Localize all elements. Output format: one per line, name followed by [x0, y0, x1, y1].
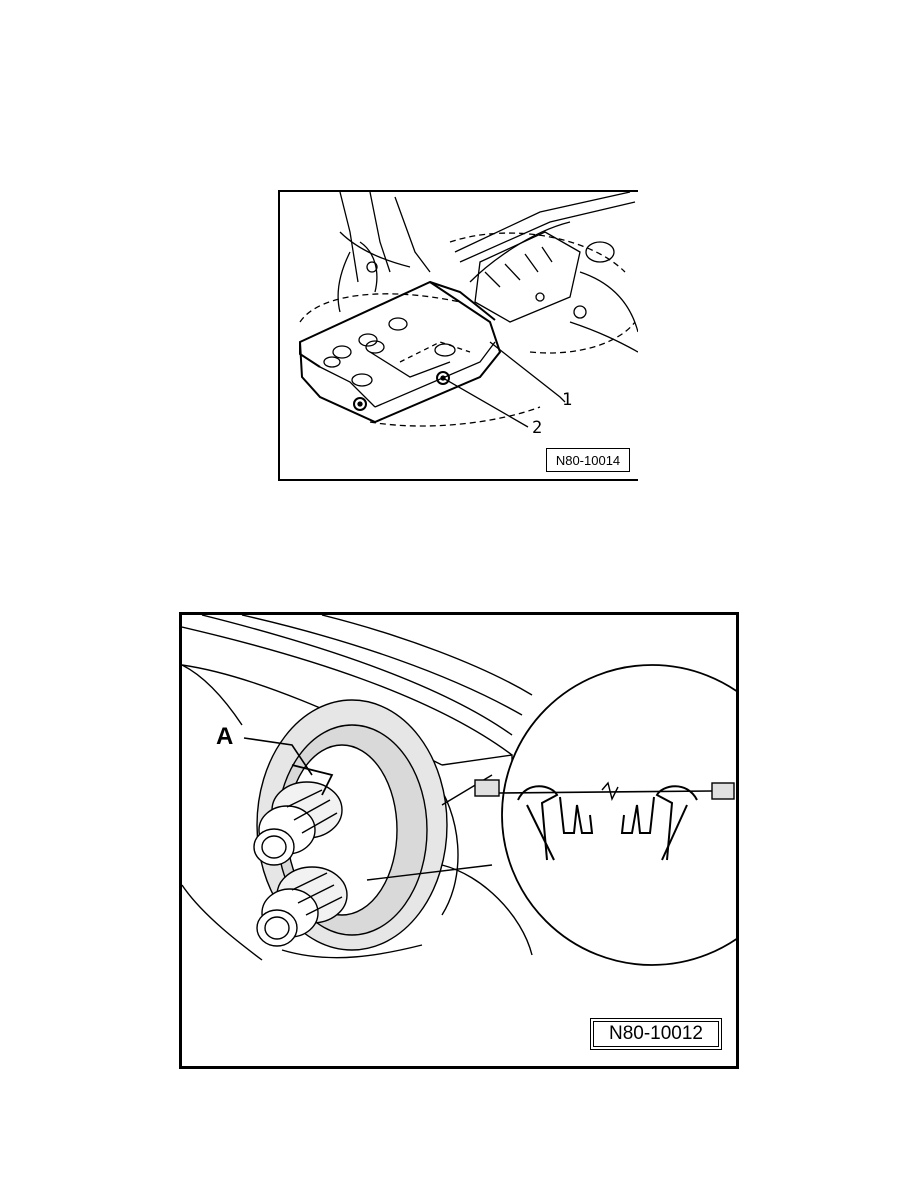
- figure-label: N80-10014: [546, 448, 630, 472]
- connector-detail-illustration: [182, 615, 736, 966]
- callout-a: A: [216, 723, 234, 750]
- figure-underbody-panel: 1 2 N80-10014: [278, 190, 638, 481]
- figure-connector-detail: A N80-10012: [179, 612, 739, 1069]
- callout-1: 1: [562, 390, 573, 410]
- callout-2: 2: [532, 418, 543, 438]
- figure-label: N80-10012: [590, 1018, 722, 1050]
- underbody-panel-illustration: [298, 192, 638, 428]
